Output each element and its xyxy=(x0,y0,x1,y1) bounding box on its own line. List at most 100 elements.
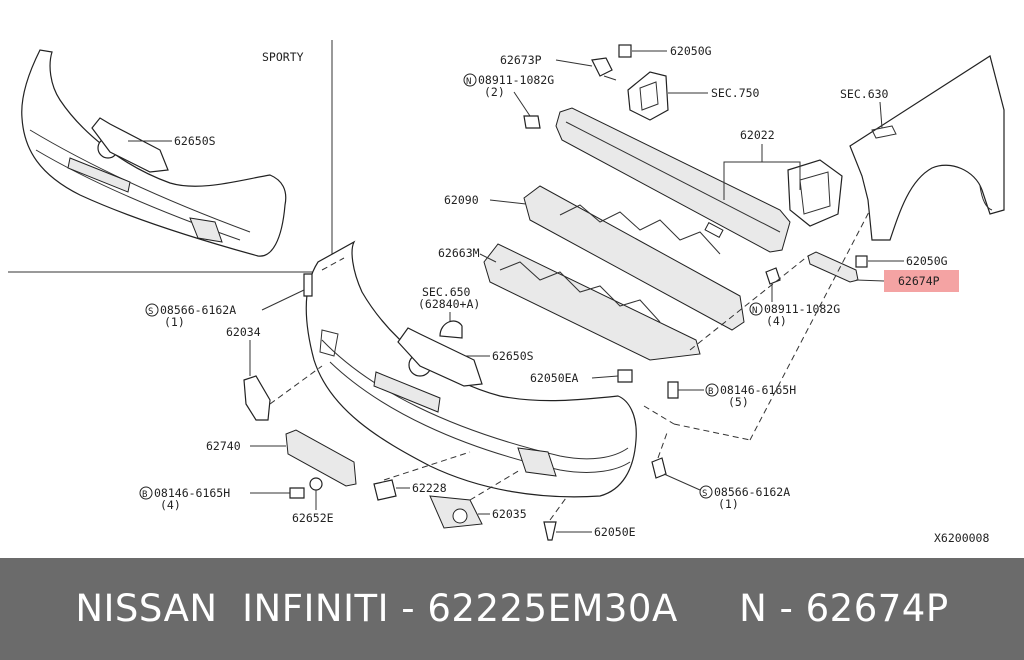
callout-62673P: 62673P xyxy=(500,53,542,67)
part-08911-right xyxy=(765,267,781,285)
part-62050G-top xyxy=(618,44,632,58)
callout-62050G-right: 62050G xyxy=(906,254,948,268)
bumper-crease-2 xyxy=(329,361,631,473)
nut-symbol-right-letter: N xyxy=(752,306,757,316)
callout-62650S-main: 62650S xyxy=(492,349,534,363)
part-62050E xyxy=(543,521,557,541)
dash-top-screw xyxy=(321,257,345,271)
parts-diagram-svg: SPORTY 62650S 62673P 62050G N 08911-1082… xyxy=(8,40,1005,545)
callout-62840: (62840+A) xyxy=(418,297,480,311)
fender-clip xyxy=(871,125,897,139)
leader-08911-top xyxy=(513,91,531,117)
reinforcement-62022: 62022 xyxy=(555,107,843,253)
callout-62034: 62034 xyxy=(226,325,261,339)
part-62022 xyxy=(555,107,791,253)
part-08146-left xyxy=(289,487,305,499)
bottom-fasteners: 62228 62035 62050E S 08566-6162A (1) xyxy=(373,429,790,541)
dash-fender xyxy=(749,209,871,441)
callout-sec650: SEC.650 xyxy=(422,285,471,299)
part-62228 xyxy=(373,479,397,501)
leader-62663M xyxy=(479,253,497,263)
callout-62740: 62740 xyxy=(206,439,241,453)
leader-62674P xyxy=(855,279,885,282)
dash-08566-bottom xyxy=(657,429,669,459)
inset-label: SPORTY xyxy=(262,50,304,64)
assembly-lines xyxy=(321,209,871,441)
top-clips: 62673P 62050G N 08911-1082G (2) SEC.750 xyxy=(463,44,760,129)
part-62674P-bracket xyxy=(807,251,859,283)
bolt-symbol-right xyxy=(705,383,719,397)
callout-62035: 62035 xyxy=(492,507,527,521)
part-08146-right xyxy=(667,381,679,399)
dash-fender-3 xyxy=(643,405,675,425)
sporty-inset: SPORTY 62650S xyxy=(8,40,333,273)
part-sec750-bracket-inner xyxy=(639,81,659,111)
part-62652E xyxy=(309,477,323,491)
bolt-symbol-left-letter: B xyxy=(142,490,147,500)
fender-sec630: SEC.630 xyxy=(840,55,1005,241)
dash-bracket xyxy=(689,255,809,351)
part-62035-lamp xyxy=(452,508,468,524)
part-62022-edge xyxy=(565,121,781,233)
main-bumper: 62650S xyxy=(305,240,637,498)
callout-08911-right: 08911-1082G xyxy=(764,302,840,316)
callout-62090: 62090 xyxy=(444,193,479,207)
callout-sec630: SEC.630 xyxy=(840,87,889,101)
leader-08566-bottom xyxy=(663,473,701,491)
part-62050EA xyxy=(617,369,633,383)
leader-sec630 xyxy=(879,101,883,129)
bolt-symbol-right-letter: B xyxy=(708,387,713,397)
part-62090 xyxy=(523,185,745,331)
part-62050G-right xyxy=(855,255,868,268)
part-sec750-bracket xyxy=(627,71,669,121)
dash-62034 xyxy=(269,365,323,405)
left-fasteners: S 08566-6162A (1) 62034 62740 B 08146-61… xyxy=(139,273,357,525)
callout-62022: 62022 xyxy=(740,128,775,142)
screw-symbol-top xyxy=(145,303,159,317)
screw-symbol-top-letter: S xyxy=(148,307,153,317)
callout-62050EA: 62050EA xyxy=(530,371,579,385)
bumper-crease-1 xyxy=(321,339,629,460)
callout-08146-left: 08146-6165H xyxy=(154,486,230,500)
dash-62050E xyxy=(549,497,567,521)
callout-08566-bottom-qty: (1) xyxy=(718,497,739,511)
center-fasteners: 62050EA B 08146-6165H (5) xyxy=(530,369,796,409)
right-clips: 62050G 62674P N 08911-1082G (4) xyxy=(749,251,959,328)
callout-08911-right-qty: (4) xyxy=(766,314,787,328)
bumper-plate-area xyxy=(373,371,441,413)
leader-08566-top xyxy=(261,289,305,311)
sporty-foglamp xyxy=(189,217,223,243)
fender-panel xyxy=(849,55,1005,241)
dash-fender-2 xyxy=(673,423,751,441)
callout-08146-right: 08146-6165H xyxy=(720,383,796,397)
sec650: SEC.650 (62840+A) xyxy=(418,285,480,339)
callout-62663M: 62663M xyxy=(438,246,480,260)
screw-symbol-bottom xyxy=(699,485,713,499)
part-62673P-pin xyxy=(603,75,617,81)
callout-62050E: 62050E xyxy=(594,525,636,539)
part-62673P xyxy=(591,57,613,77)
part-62663M-ribs xyxy=(499,261,661,323)
callout-08146-right-qty: (5) xyxy=(728,395,749,409)
bumper-foglamp-opening xyxy=(517,447,557,477)
nut-symbol-top xyxy=(463,73,477,87)
callout-62652E: 62652E xyxy=(292,511,334,525)
part-62034 xyxy=(243,375,271,421)
sporty-bumper xyxy=(21,49,287,257)
callout-62674P: 62674P xyxy=(898,274,940,288)
callout-62650S-inset: 62650S xyxy=(174,134,216,148)
part-08566-top xyxy=(303,273,313,297)
bumper-grille xyxy=(397,327,483,387)
part-62090-ribs xyxy=(559,204,721,255)
caption-text: NISSAN INFINITI - 62225EM30A N - 62674P xyxy=(75,587,949,630)
callout-62050G-top: 62050G xyxy=(670,44,712,58)
leader-62050EA xyxy=(591,375,619,379)
sporty-plate-area xyxy=(67,157,131,193)
leader-62090 xyxy=(489,199,527,205)
absorber-62090: 62090 xyxy=(444,185,745,331)
parts-diagram: SPORTY 62650S 62673P 62050G N 08911-1082… xyxy=(8,40,1005,545)
part-08911-top xyxy=(523,115,541,129)
part-08566-bottom xyxy=(651,457,667,479)
callout-08566-top-qty: (1) xyxy=(164,315,185,329)
callout-08146-left-qty: (4) xyxy=(160,498,181,512)
